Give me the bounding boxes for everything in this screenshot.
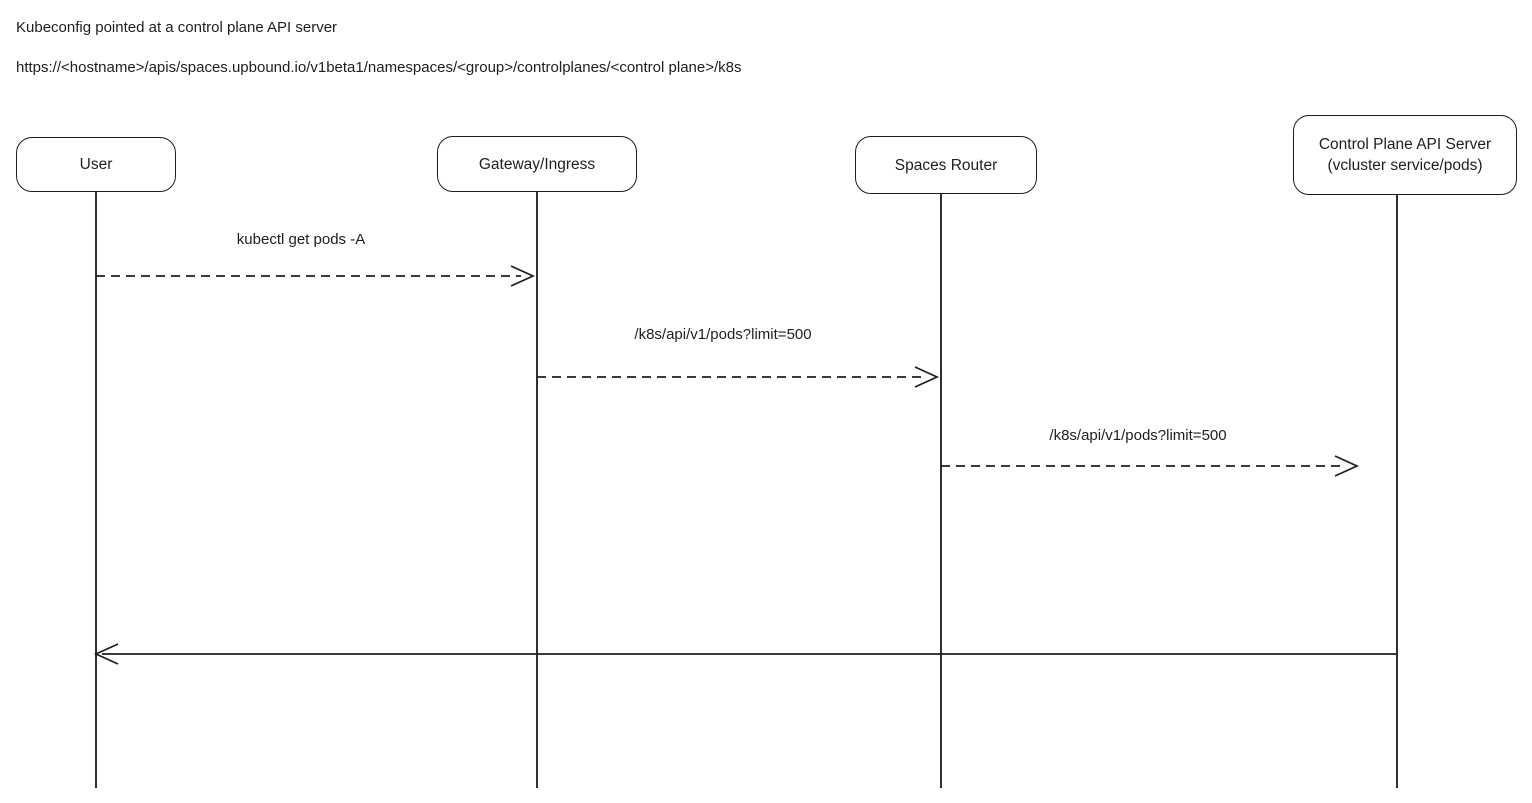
arrow-gateway-to-spaces-router: [537, 366, 940, 388]
arrow-return-control-plane-to-user: [93, 643, 1396, 665]
arrow-spaces-router-to-control-plane: [941, 455, 1360, 477]
message-label-kubectl-get-pods: kubectl get pods -A: [236, 231, 366, 248]
lifeline-control-plane-api-server: [1396, 194, 1398, 788]
diagram-note-url: https://<hostname>/apis/spaces.upbound.i…: [16, 59, 742, 76]
actor-user-label: User: [79, 156, 113, 173]
arrow-user-to-gateway: [96, 265, 536, 287]
actor-spaces-router: Spaces Router: [855, 136, 1037, 194]
actor-gateway-ingress: Gateway/Ingress: [437, 136, 637, 192]
actor-user: User: [16, 137, 176, 192]
lifeline-gateway-ingress: [536, 191, 538, 788]
diagram-note-title: Kubeconfig pointed at a control plane AP…: [16, 19, 338, 36]
actor-gateway-ingress-label: Gateway/Ingress: [478, 155, 596, 173]
actor-control-plane-api-server: Control Plane API Server (vcluster servi…: [1293, 115, 1517, 195]
message-label-k8s-api-pods-2: /k8s/api/v1/pods?limit=500: [1049, 427, 1227, 444]
actor-control-plane-api-server-sublabel: (vcluster service/pods): [1327, 157, 1483, 174]
message-label-k8s-api-pods-1: /k8s/api/v1/pods?limit=500: [634, 326, 812, 343]
actor-control-plane-api-server-label: Control Plane API Server: [1318, 136, 1492, 153]
lifeline-user: [95, 191, 97, 788]
actor-spaces-router-label: Spaces Router: [894, 156, 998, 174]
lifeline-spaces-router: [940, 193, 942, 788]
